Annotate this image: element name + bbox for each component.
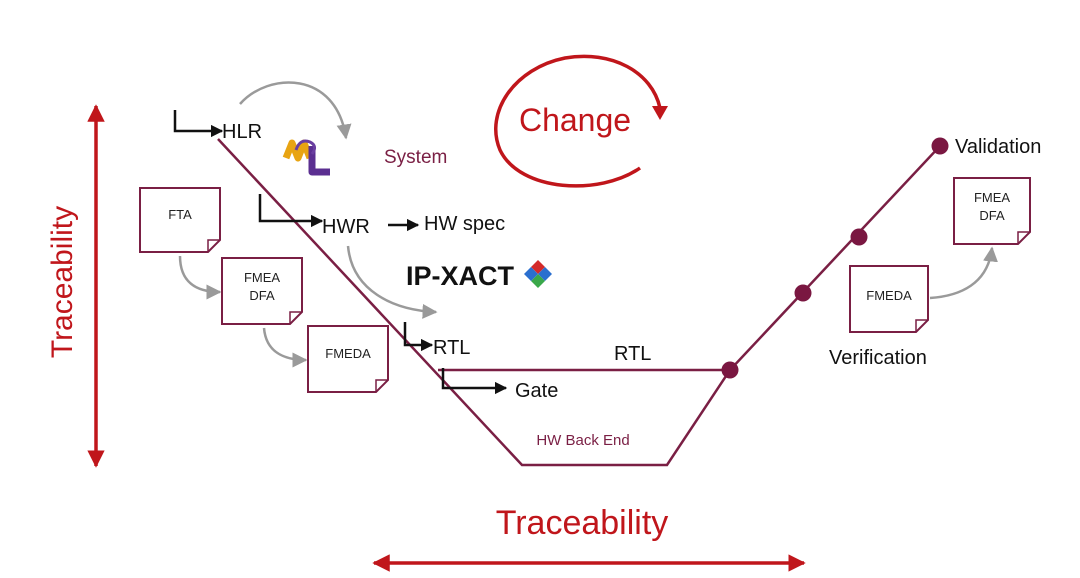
gate-bracket-arrow bbox=[441, 368, 508, 395]
fmeda-left-label: FMEDA bbox=[325, 346, 371, 361]
rtl-left-label: RTL bbox=[433, 337, 470, 359]
fmea-to-fmeda-arrow bbox=[262, 327, 308, 368]
fta-to-fmea-arrow bbox=[178, 255, 222, 300]
fmeda-left-document: FMEDA bbox=[307, 325, 389, 393]
dfa-right-label: DFA bbox=[979, 208, 1005, 223]
rtl-right-label: RTL bbox=[614, 343, 651, 365]
fmeda-right-document: FMEDA bbox=[849, 265, 929, 333]
ipxact-diamond-icon bbox=[524, 260, 552, 288]
hwr-bracket-arrow bbox=[258, 194, 324, 228]
hlr-to-sysml-arrow bbox=[239, 81, 352, 140]
v-model-right-leg bbox=[729, 145, 941, 371]
validation-label: Validation bbox=[955, 136, 1041, 158]
sysml-logo-icon bbox=[282, 139, 330, 176]
traceability-horizontal-label: Traceability bbox=[496, 504, 669, 542]
change-arrowhead-icon bbox=[652, 106, 668, 120]
hlr-bracket-arrow bbox=[173, 110, 224, 138]
hw-spec-label: HW spec bbox=[424, 213, 505, 235]
hlr-label: HLR bbox=[222, 121, 262, 143]
fmeda-right-label: FMEDA bbox=[866, 288, 912, 303]
fmeda-to-fmea-right-arrow bbox=[929, 246, 998, 300]
v-node-rtl bbox=[721, 361, 739, 379]
hwr-label: HWR bbox=[322, 216, 370, 238]
gate-label: Gate bbox=[515, 380, 558, 402]
hwr-to-rtl-arrow bbox=[346, 245, 438, 319]
v-node-validation bbox=[931, 137, 949, 155]
fta-label: FTA bbox=[168, 207, 192, 222]
verification-label: Verification bbox=[829, 347, 927, 369]
dfa-left-label: DFA bbox=[249, 288, 275, 303]
change-cycle-arrow bbox=[494, 54, 662, 188]
system-label: System bbox=[384, 147, 447, 168]
fmea-left-label: FMEA bbox=[244, 270, 280, 285]
fta-document: FTA bbox=[139, 187, 221, 253]
v-node-middle bbox=[850, 228, 868, 246]
hw-back-end-label: HW Back End bbox=[536, 432, 629, 449]
v-model-path bbox=[217, 138, 732, 467]
ipxact-label: IP-XACT bbox=[406, 261, 515, 291]
fmea-right-label: FMEA bbox=[974, 190, 1010, 205]
rtl-bracket-arrow bbox=[403, 322, 434, 352]
fmea-dfa-left-document: FMEA DFA bbox=[221, 257, 303, 325]
change-label: Change bbox=[519, 102, 631, 138]
traceability-vertical-label: Traceability bbox=[46, 206, 79, 358]
v-node-lower bbox=[794, 284, 812, 302]
fmea-dfa-right-document: FMEA DFA bbox=[953, 177, 1031, 245]
